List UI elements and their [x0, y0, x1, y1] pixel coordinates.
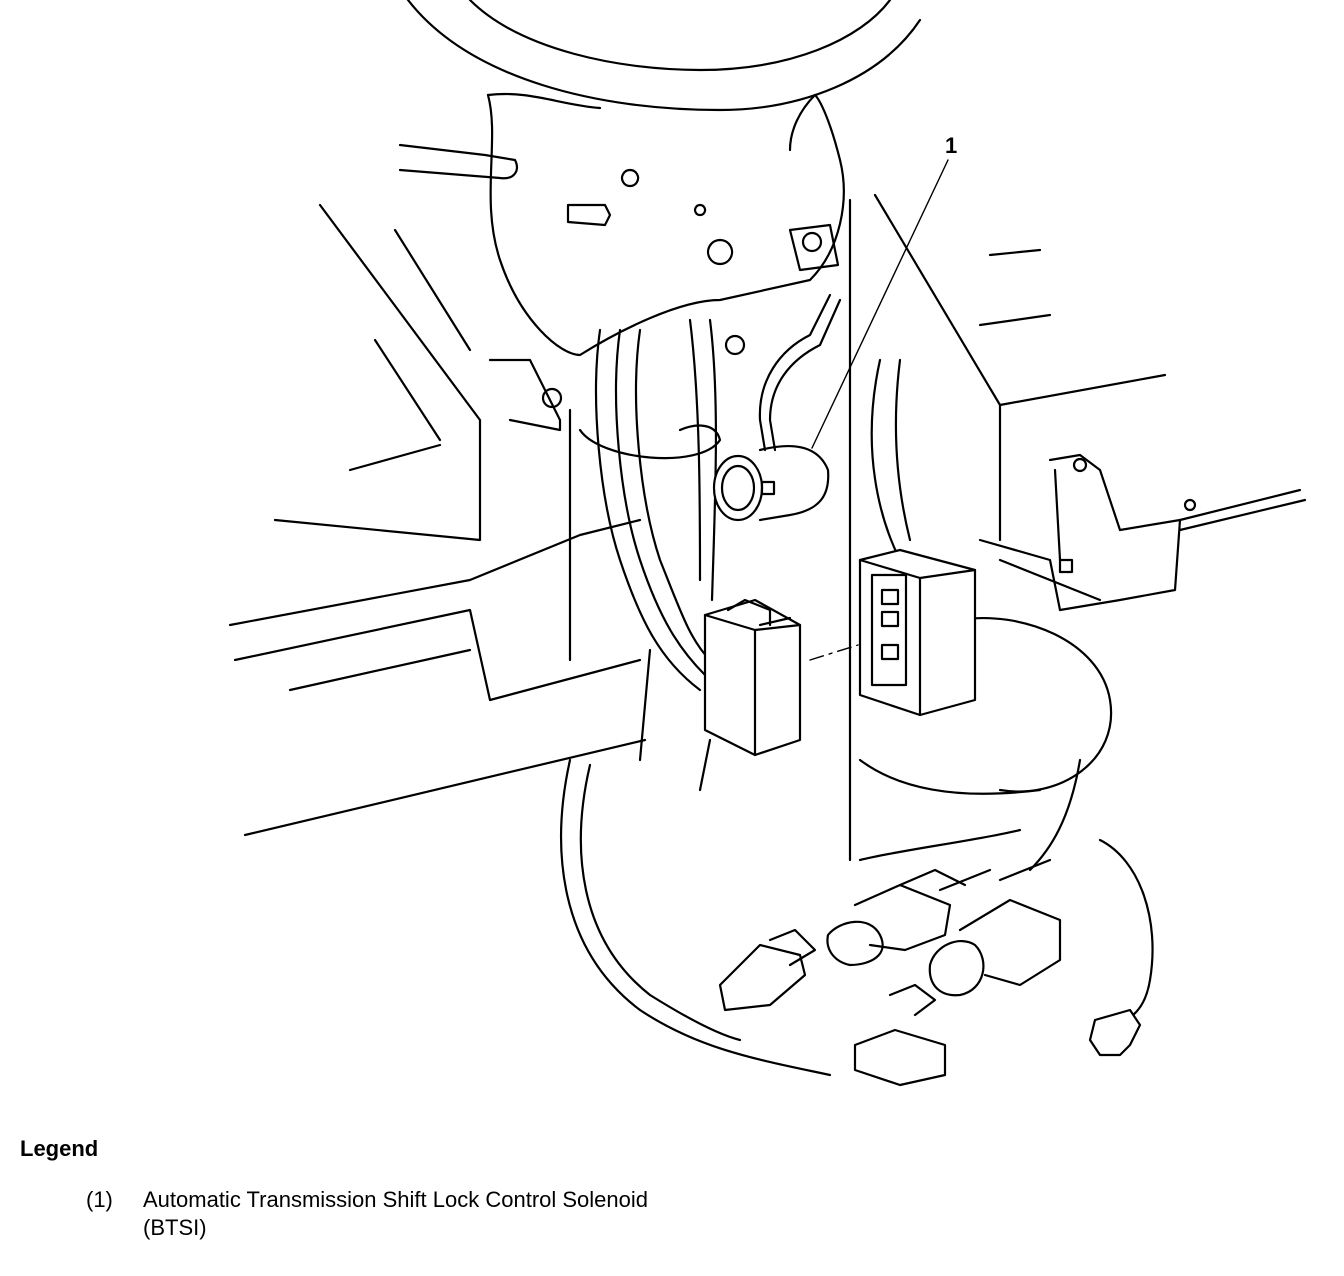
legend-item: (1) Automatic Transmission Shift Lock Co… [20, 1186, 920, 1242]
wiring-diagram: 1 [228, 0, 1307, 1087]
steering-wheel [406, 0, 922, 112]
right-bracket [848, 193, 1307, 862]
harness-connector [703, 598, 802, 757]
steering-column [398, 92, 845, 409]
legend: Legend (1) Automatic Transmission Shift … [20, 1136, 920, 1242]
callout-1: 1 [811, 133, 957, 449]
legend-item-text: Automatic Transmission Shift Lock Contro… [143, 1187, 649, 1240]
lower-connectors [718, 858, 1142, 1087]
mating-connector [858, 548, 977, 717]
legend-item-number: (1) [86, 1187, 113, 1212]
legend-title: Legend [20, 1136, 99, 1161]
dash-panel [228, 203, 647, 837]
shift-lock-solenoid [712, 293, 842, 522]
wire-harness [560, 318, 1154, 1077]
callout-1-label: 1 [945, 133, 957, 158]
